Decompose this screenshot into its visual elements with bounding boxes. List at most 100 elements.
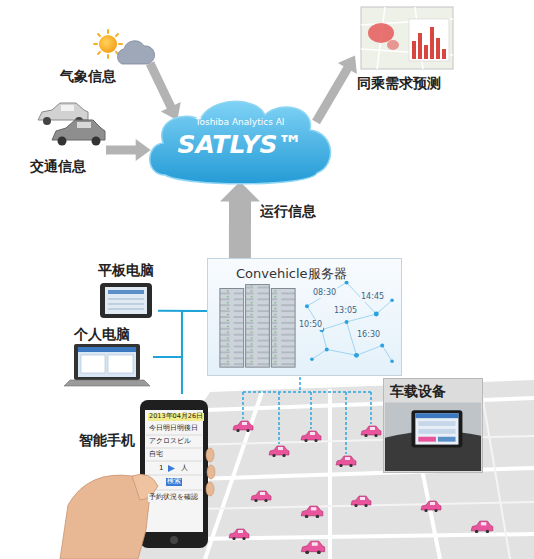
smartphone-icon-part [132, 474, 158, 500]
connector-line [182, 311, 207, 394]
server-illustration-part-part [390, 299, 394, 303]
city-map-part-part [328, 389, 332, 559]
node-label: 平板电脑 [98, 262, 154, 279]
server-illustration-part-part [312, 349, 327, 359]
prediction-map-thumbnail-part-part [436, 38, 440, 59]
smartphone-icon-part [168, 465, 175, 472]
pink-taxis-part [351, 496, 371, 507]
phone-search-button: 検索 [166, 478, 182, 486]
server-illustration-part-part [382, 346, 392, 362]
laptop-icon-part [81, 355, 105, 373]
pink-taxis-part [269, 446, 289, 457]
pink-taxis-part [361, 426, 381, 437]
flow-connector [220, 181, 260, 258]
traffic-cars-icon-part [58, 137, 67, 146]
weather-icon-part-part [94, 43, 97, 45]
server-illustration-part-part [374, 312, 379, 317]
dispatch-lines-part [310, 392, 312, 429]
server-illustration-part-part [307, 283, 347, 307]
dispatch-lines-part [345, 392, 347, 454]
tablet-icon-part [108, 309, 144, 310]
dispatch-lines-part [370, 392, 372, 424]
node-label: 智能手机 [78, 432, 136, 449]
node-label: 交通信息 [30, 158, 86, 175]
phone-place: アクロスビル [148, 438, 192, 446]
phone-date: 2013年04月26日 [148, 413, 204, 421]
smartphone-icon-part-part [146, 475, 202, 476]
prediction-map-thumbnail-part [387, 40, 399, 50]
smartphone-icon-part-part [146, 461, 202, 462]
tablet-icon-part [108, 290, 144, 294]
server-illustration-part-part [322, 330, 327, 350]
weather-icon-part-part [107, 55, 109, 58]
smartphone-icon [60, 400, 215, 559]
pink-taxis-part [229, 529, 249, 540]
dispatch-lines-part [278, 392, 280, 444]
server-illustration-part [220, 288, 244, 367]
prediction-map-thumbnail-part-part [424, 45, 428, 59]
node-label: 个人电脑 [74, 326, 130, 343]
laptop-icon-part [78, 347, 136, 352]
flow-connector [316, 56, 357, 122]
tablet-icon-part [108, 304, 144, 305]
traffic-cars-icon-part [92, 137, 101, 146]
dispatch-lines-part [243, 391, 371, 393]
traffic-source: 交通信息 [28, 98, 106, 178]
server-illustration-part-part [356, 346, 382, 356]
weather-icon [94, 30, 155, 64]
dispatch-lines-part [299, 377, 301, 392]
phone-count-unit: 人 [180, 464, 189, 472]
server-illustration-part-part [390, 359, 394, 363]
pink-taxis-part [336, 456, 356, 467]
node-label: 同乘需求预测 [357, 75, 441, 92]
traffic-cars-icon-part [61, 105, 74, 111]
smartphone-icon-part [145, 410, 203, 532]
arrow-head [136, 139, 151, 161]
weather-source: 气象信息 [58, 28, 150, 87]
server-illustration-part [271, 288, 295, 367]
tablet-icon-part [108, 299, 144, 300]
smartphone-icon-part [207, 465, 215, 479]
traffic-cars-icon [38, 103, 105, 146]
in-car-device-illustration-part [385, 402, 481, 471]
laptop-icon-part [64, 380, 150, 386]
server-illustration-part-part [319, 327, 324, 332]
server-illustration-part-part [322, 322, 347, 330]
connector-line [150, 63, 171, 107]
pink-taxis-part [251, 491, 271, 502]
server-illustration-part-part [325, 347, 329, 351]
weather-icon-part-part [116, 52, 118, 54]
prediction-map-thumbnail-part-part [418, 33, 422, 59]
city-map-part-part [480, 382, 510, 559]
traffic-cars-icon-part [77, 122, 91, 128]
analytics-cloud: Toshiba Analytics AISATLYS™ [145, 95, 335, 185]
prediction-map-thumbnail-part [361, 7, 453, 69]
node-label: Convehicle服务器 [236, 266, 347, 282]
city-map [100, 380, 534, 559]
dispatch-lines-part [242, 392, 244, 419]
weather-icon-part-part [116, 34, 118, 36]
server-illustration-part-part [347, 322, 357, 355]
weather-icon-part-part [98, 52, 100, 54]
prediction-map-thumbnail-part [412, 27, 446, 59]
flow-connector [150, 63, 181, 120]
server-illustration-part-part [345, 320, 349, 324]
phone-place: 自宅 [148, 451, 164, 459]
prediction-map-thumbnail-part-part [442, 49, 446, 59]
server-illustration-part-part [310, 358, 314, 362]
server-illustration-part-part [347, 314, 377, 322]
in-car-device-illustration-part [418, 421, 455, 426]
connector-line [229, 200, 251, 258]
prediction-map-thumbnail-part-part [430, 27, 434, 59]
node-label: 气象信息 [60, 68, 116, 85]
in-car-device: 车载设备 [383, 378, 483, 473]
server-illustration-part [246, 285, 270, 368]
tablet-icon-part [100, 283, 152, 318]
cloud-subtitle: Toshiba Analytics AI [145, 117, 335, 128]
server-illustration-part-part [345, 281, 349, 285]
smartphone-icon-part [206, 448, 214, 462]
server-illustration-part [305, 281, 394, 363]
arrow-head [338, 56, 357, 75]
pink-taxis-part [301, 541, 324, 554]
